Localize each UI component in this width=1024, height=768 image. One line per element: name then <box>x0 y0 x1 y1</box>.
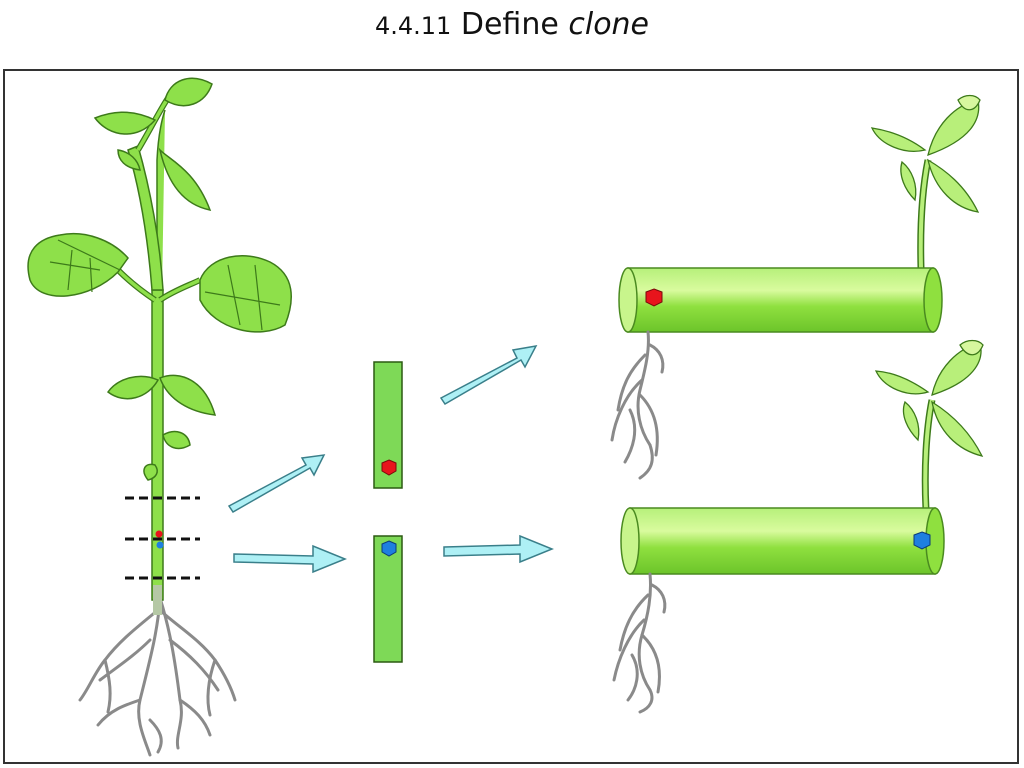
leaf <box>106 375 160 400</box>
page-title: 4.4.11 Define clone <box>0 4 1024 47</box>
title-term: clone <box>568 7 650 42</box>
lower-clone <box>612 339 984 714</box>
leaf <box>159 374 217 416</box>
arrow-to-lower-cutting <box>233 544 347 574</box>
parent-roots <box>78 596 237 757</box>
blue-bud-marker <box>156 541 164 549</box>
leaf <box>117 149 141 171</box>
leaf <box>143 463 158 481</box>
arrows <box>227 345 554 574</box>
arrow-to-lower-clone <box>443 534 554 564</box>
upper-clone <box>610 94 981 480</box>
diagram-frame <box>3 69 1019 764</box>
arrow-up-to-upper-cutting <box>227 454 326 513</box>
upper-cutting <box>373 361 403 489</box>
red-bud-marker <box>155 530 163 538</box>
lower-cutting <box>373 535 403 663</box>
arrow-up-to-upper-clone <box>439 345 538 406</box>
leaf <box>27 233 129 297</box>
leaf <box>93 111 157 135</box>
title-word: Define <box>460 7 559 42</box>
leaf <box>164 77 213 107</box>
title-number: 4.4.11 <box>374 12 452 40</box>
parent-plant <box>27 77 292 757</box>
leaf <box>199 255 292 333</box>
leaf <box>162 430 191 450</box>
cut-lines <box>125 496 200 580</box>
leaf <box>158 147 212 212</box>
